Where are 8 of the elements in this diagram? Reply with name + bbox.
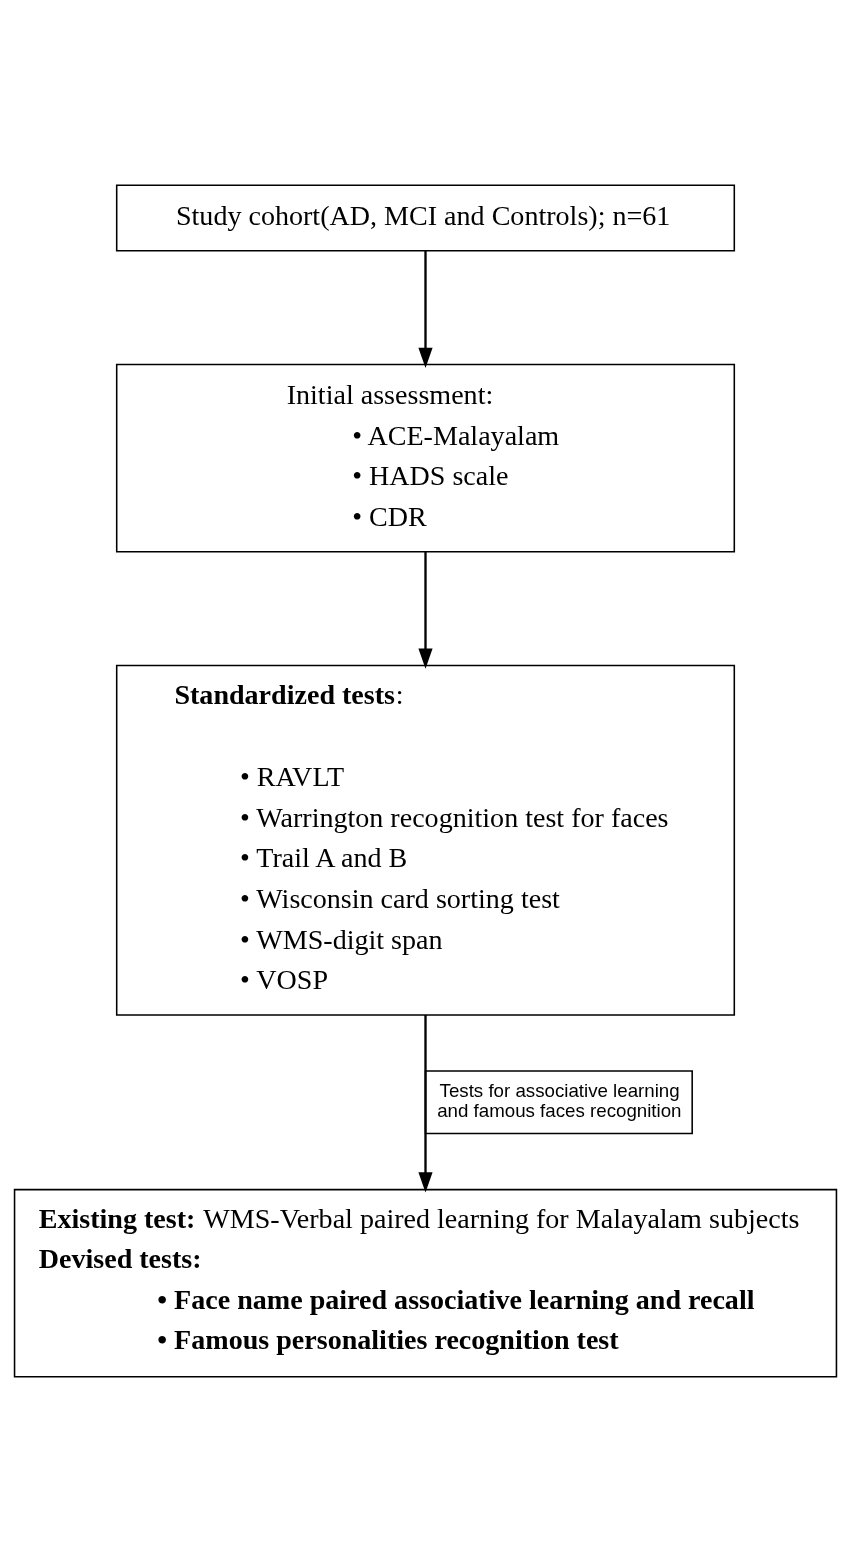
node-box: Standardized tests: • RAVLT • Warrington recognition test for faces • Trail A and B • Wisconsin card sorting test • WMS-digit span • VOSP [115,664,736,1016]
arrow [418,1015,433,1193]
arrow [418,251,433,369]
arrow [418,551,433,669]
node-box: Initial assessment: • ACE-Malayalam • HADS scale • CDR [115,363,736,553]
node-box: Study cohort(AD, MCI and Controls); n=61 [115,184,736,252]
edge-label: Tests for associative learning and famous faces recognition [437,1079,682,1122]
node-box: Existing test: WMS-Verbal paired learning for Malayalam subjects Devised tests: • Face name paired associative learning and recall • Famous personalities recognition test [13,1188,838,1378]
